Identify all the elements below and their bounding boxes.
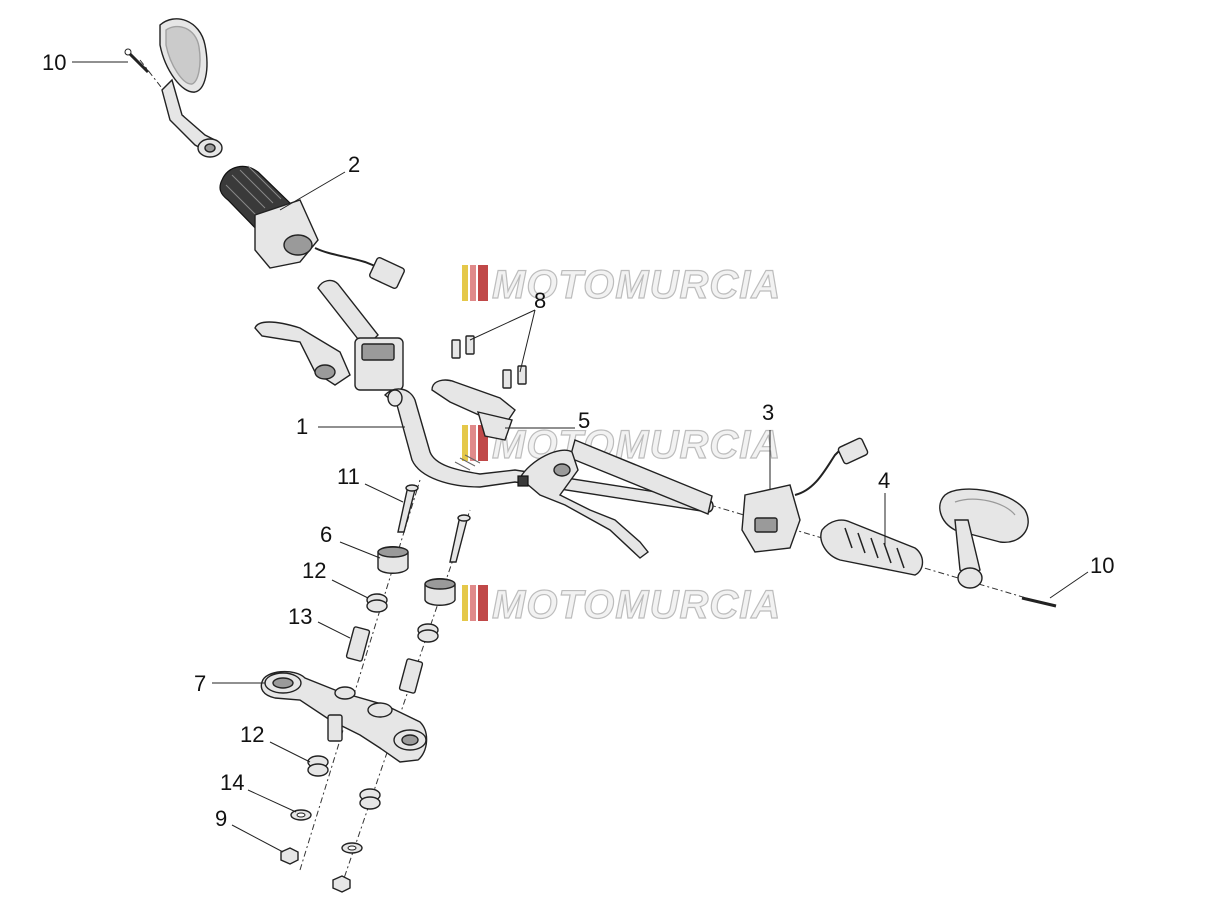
handlebar-clamp xyxy=(431,379,516,441)
nut-right xyxy=(332,875,351,893)
svg-text:MOTOMURCIA: MOTOMURCIA xyxy=(492,583,781,627)
left-mirror-bolt xyxy=(124,48,150,74)
svg-text:MOTOMURCIA: MOTOMURCIA xyxy=(492,263,781,307)
callout-6: 6 xyxy=(320,522,332,547)
left-switch-housing xyxy=(254,199,405,290)
callout-7: 7 xyxy=(194,671,206,696)
callout-8: 8 xyxy=(534,288,546,313)
callout-2: 2 xyxy=(348,152,360,177)
bushing-left xyxy=(366,593,388,613)
right-switch-housing xyxy=(741,437,869,553)
washer-right xyxy=(341,842,363,854)
watermark-1: MOTOMURCIA xyxy=(462,262,781,308)
callout-14: 14 xyxy=(220,770,244,795)
callout-11: 11 xyxy=(337,464,360,489)
callout-12-lower: 12 xyxy=(240,722,264,747)
riser-left xyxy=(377,546,409,574)
watermark-3: MOTOMURCIA xyxy=(462,582,781,628)
callouts: 10 2 8 5 1 3 4 10 11 6 12 13 7 12 14 9 xyxy=(42,50,1114,831)
riser-right xyxy=(424,578,456,606)
svg-text:MOTOMURCIA: MOTOMURCIA xyxy=(492,423,781,467)
washer-left xyxy=(290,809,312,821)
spacer-right xyxy=(398,658,424,694)
triple-clamp xyxy=(260,671,428,763)
right-brake-lever xyxy=(517,449,649,559)
bottom-bushing-right xyxy=(359,788,381,810)
left-mirror xyxy=(159,18,223,158)
callout-12-upper: 12 xyxy=(302,558,326,583)
leader-lines xyxy=(72,61,1089,853)
callout-10-top: 10 xyxy=(42,50,66,75)
bottom-bushing-left xyxy=(307,755,329,777)
riser-bolt-left xyxy=(397,484,419,533)
clamp-bolts xyxy=(451,335,527,389)
callout-1: 1 xyxy=(296,414,308,439)
right-grip xyxy=(820,519,924,576)
callout-9: 9 xyxy=(215,806,227,831)
right-mirror-bolt xyxy=(1021,596,1057,608)
spacer-left xyxy=(345,626,371,662)
callout-10-right: 10 xyxy=(1090,553,1114,578)
nut-left xyxy=(280,847,299,865)
callout-4: 4 xyxy=(878,468,890,493)
bushing-right xyxy=(417,623,439,643)
callout-3: 3 xyxy=(762,400,774,425)
watermark-2: MOTOMURCIA xyxy=(462,422,781,468)
assembly-axes xyxy=(139,59,1051,891)
callout-13: 13 xyxy=(288,604,312,629)
callout-5: 5 xyxy=(578,408,590,433)
right-mirror xyxy=(939,488,1029,589)
riser-bolt-right xyxy=(449,514,471,563)
left-master-cylinder xyxy=(254,279,404,391)
